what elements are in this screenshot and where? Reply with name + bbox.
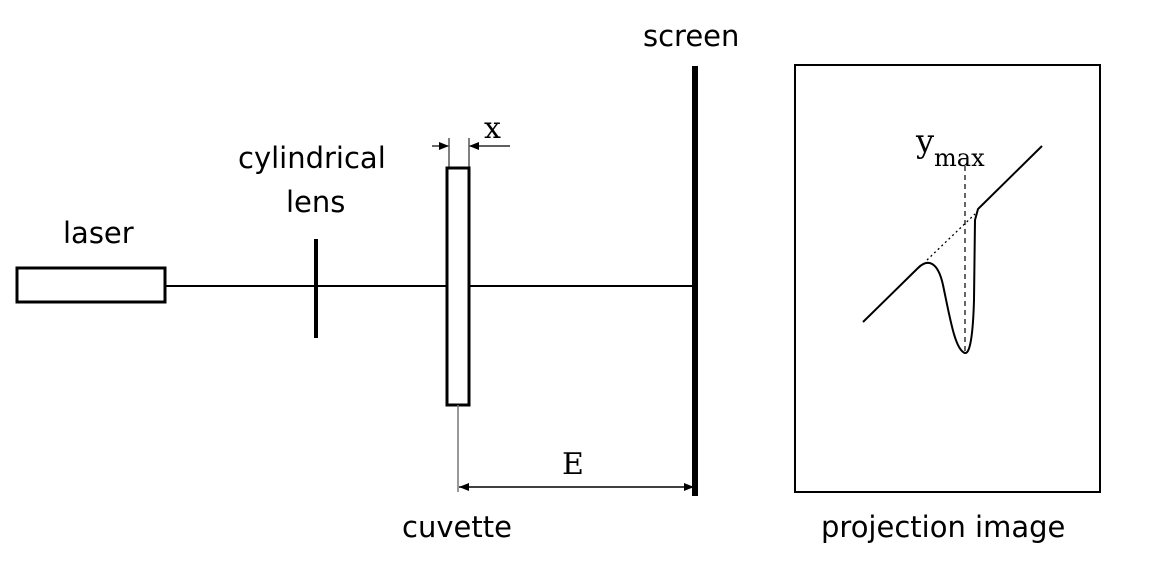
dotted-continuation-line bbox=[926, 213, 976, 261]
e-arrow-left-head bbox=[459, 483, 469, 491]
laser-label: laser bbox=[63, 216, 134, 250]
e-symbol: E bbox=[562, 447, 584, 482]
screen-label: screen bbox=[643, 19, 739, 53]
projection-image-label: projection image bbox=[821, 510, 1065, 544]
ymax-subscript: max bbox=[934, 144, 985, 172]
ymax-symbol: y bbox=[915, 122, 934, 160]
lens-label-line1: cylindrical bbox=[238, 141, 386, 175]
cuvette-box bbox=[445, 166, 471, 407]
laser-box bbox=[15, 266, 167, 304]
projection-curve bbox=[862, 145, 1043, 354]
projection-image-frame bbox=[794, 64, 1101, 493]
cuvette-label: cuvette bbox=[402, 510, 512, 544]
lens-label-line2: lens bbox=[286, 185, 345, 219]
x-symbol: x bbox=[484, 111, 501, 146]
